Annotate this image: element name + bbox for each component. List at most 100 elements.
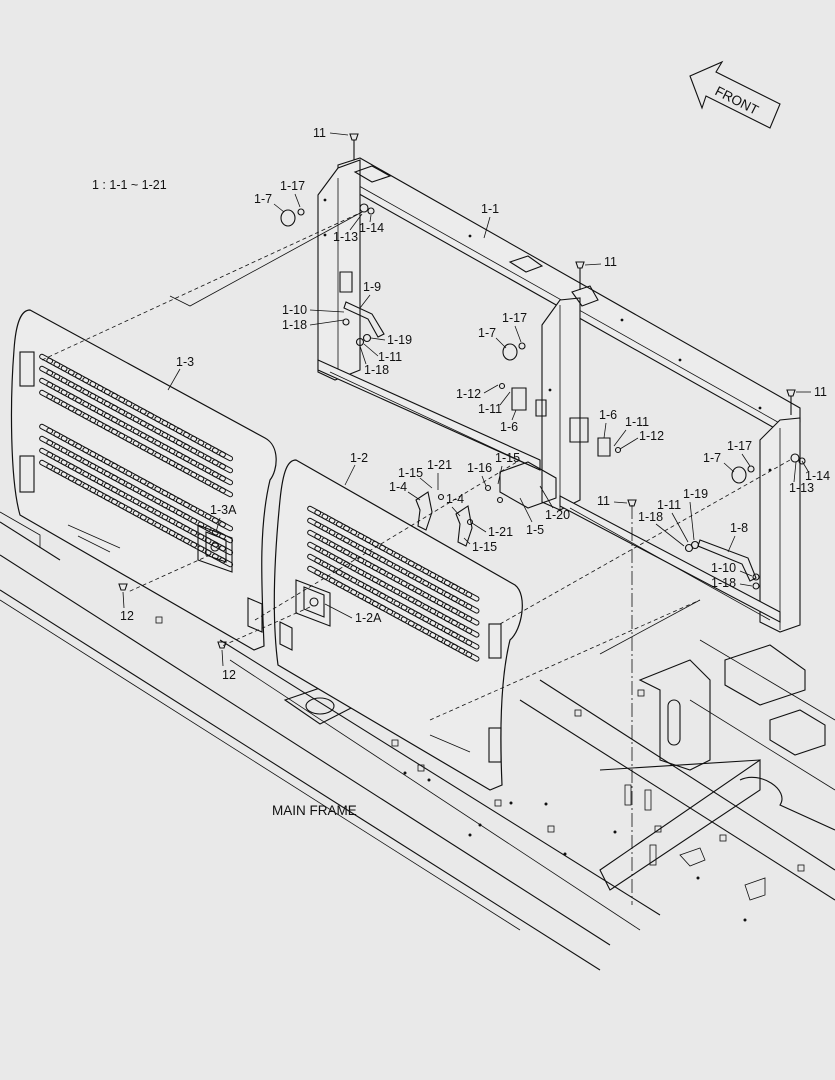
- vent-slot: [204, 467, 219, 478]
- vent-slot: [407, 560, 422, 571]
- vent-slot: [96, 384, 111, 395]
- vent-slot: [422, 604, 437, 615]
- vent-slot: [82, 471, 97, 482]
- vent-slot: [111, 498, 126, 509]
- vent-slot: [451, 619, 466, 630]
- callout: 11: [313, 126, 326, 140]
- vent-slot: [415, 612, 430, 623]
- vent-slot: [379, 544, 394, 555]
- vent-slot: [350, 553, 365, 564]
- vent-slot: [125, 494, 140, 505]
- vent-slot: [183, 467, 198, 478]
- front-arrow-label: FRONT: [713, 83, 761, 117]
- vent-slot: [197, 475, 212, 486]
- vent-slot: [407, 608, 422, 619]
- vent-slot: [307, 529, 322, 540]
- frame-assembly: [317, 157, 801, 633]
- vent-slot: [132, 440, 147, 451]
- vent-slot: [175, 427, 190, 438]
- vent-slot: [125, 436, 140, 447]
- vent-slot: [400, 580, 415, 591]
- vent-slot: [125, 506, 140, 517]
- vent-slot: [154, 510, 169, 521]
- vent-slot: [335, 557, 350, 568]
- vent-slot: [190, 459, 205, 470]
- vent-slot: [407, 596, 422, 607]
- vent-slot: [197, 439, 212, 450]
- vent-slot: [371, 564, 386, 575]
- vent-slot: [443, 579, 458, 590]
- vent-slot: [168, 505, 183, 516]
- vent-slot: [147, 424, 162, 435]
- vent-slot: [82, 401, 97, 412]
- vent-slot: [125, 412, 140, 423]
- vent-slot: [67, 463, 82, 474]
- vent-slot: [393, 552, 408, 563]
- vent-slot: [96, 408, 111, 419]
- vent-slot: [371, 588, 386, 599]
- callout: 1-14: [805, 469, 830, 483]
- vent-slot: [335, 581, 350, 592]
- vent-slot: [314, 557, 329, 568]
- vent-slot: [82, 377, 97, 388]
- vent-slot: [357, 557, 372, 568]
- vent-slot: [393, 588, 408, 599]
- vent-slot: [204, 455, 219, 466]
- callout: 1-7: [703, 451, 721, 465]
- vent-slot: [60, 401, 75, 412]
- vent-slot: [46, 451, 61, 462]
- callout: 1-15: [495, 451, 520, 465]
- callout: 1-6: [500, 420, 518, 434]
- vent-slot: [386, 572, 401, 583]
- vent-slot: [82, 483, 97, 494]
- vent-slot: [314, 545, 329, 556]
- callout: 1-11: [657, 498, 681, 512]
- vent-slot: [307, 553, 322, 564]
- vent-slot: [314, 533, 329, 544]
- vent-slot: [96, 396, 111, 407]
- vent-slot: [96, 420, 111, 431]
- vent-slot: [118, 478, 133, 489]
- vent-slot: [103, 458, 118, 469]
- callout: 1-12: [639, 429, 664, 443]
- vent-slot: [60, 471, 75, 482]
- vent-slot: [132, 498, 147, 509]
- vent-slot: [219, 475, 234, 486]
- vent-slot: [96, 490, 111, 501]
- vent-slot: [458, 599, 473, 610]
- vent-slot: [386, 608, 401, 619]
- vent-slot: [125, 482, 140, 493]
- vent-slot: [429, 572, 444, 583]
- vent-slot: [465, 603, 480, 614]
- vent-slot: [458, 623, 473, 634]
- vent-slot: [89, 487, 104, 498]
- vent-slot: [443, 639, 458, 650]
- vent-slot: [96, 466, 111, 477]
- vent-slot: [190, 471, 205, 482]
- vent-slot: [314, 569, 329, 580]
- vent-slot: [465, 615, 480, 626]
- vent-slot: [429, 584, 444, 595]
- vent-slot: [75, 479, 90, 490]
- callout: 1-15: [472, 540, 497, 554]
- vent-slot: [415, 588, 430, 599]
- callout: 1-13: [789, 481, 814, 495]
- callout: 1-13: [333, 230, 358, 244]
- vent-slot: [371, 600, 386, 611]
- vent-slot: [307, 541, 322, 552]
- vent-slot: [75, 443, 90, 454]
- vent-slot: [197, 451, 212, 462]
- vent-slot: [407, 584, 422, 595]
- vent-slot: [175, 509, 190, 520]
- vent-slot: [436, 587, 451, 598]
- vent-slot: [39, 365, 54, 376]
- vent-slot: [118, 408, 133, 419]
- vent-slot: [154, 522, 169, 533]
- vent-slot: [103, 494, 118, 505]
- vent-slot: [154, 416, 169, 427]
- vent-slot: [443, 603, 458, 614]
- vent-slot: [343, 573, 358, 584]
- vent-slot: [46, 381, 61, 392]
- vent-slot: [60, 435, 75, 446]
- vent-slot: [118, 420, 133, 431]
